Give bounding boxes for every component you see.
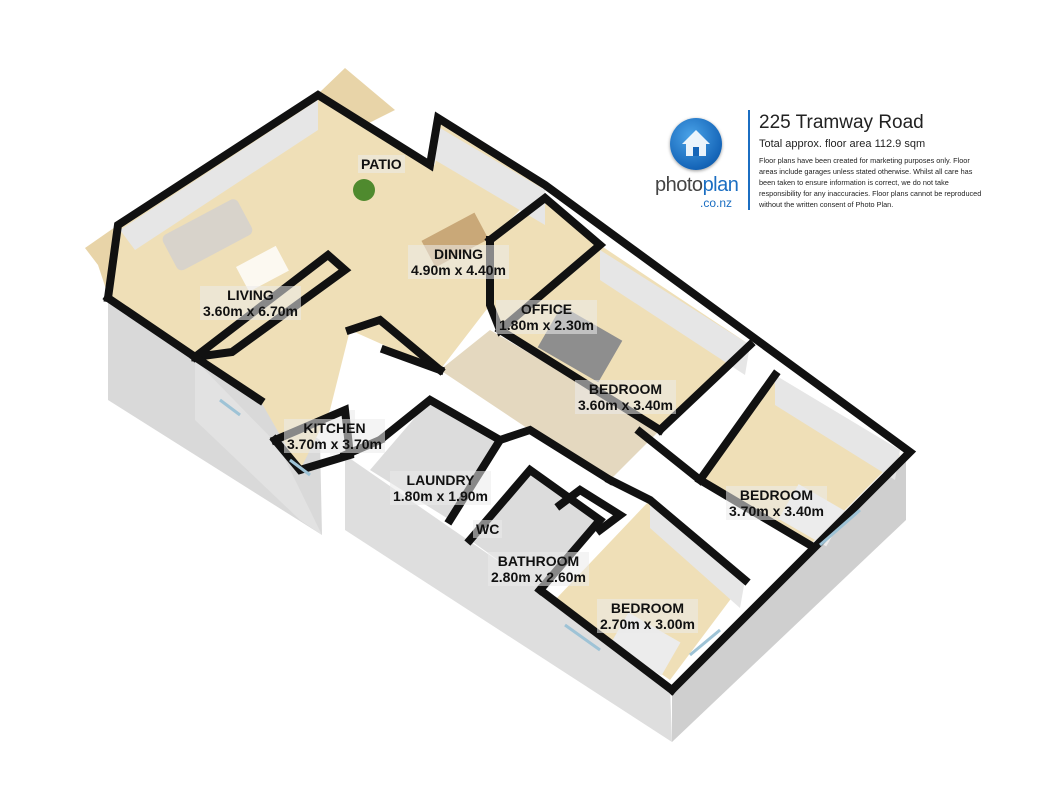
room-label-bedroom1: BEDROOM 3.60m x 3.40m bbox=[575, 380, 676, 414]
logo-domain: .co.nz bbox=[700, 196, 733, 210]
room-name: DINING bbox=[433, 246, 483, 262]
room-dimensions: 2.80m x 2.60m bbox=[491, 569, 586, 585]
windows bbox=[219, 398, 861, 657]
disclaimer: Floor plans have been created for market… bbox=[759, 156, 982, 209]
room-dimensions: 1.80m x 1.90m bbox=[393, 488, 488, 504]
room-label-kitchen: KITCHEN 3.70m x 3.70m bbox=[284, 419, 385, 453]
room-name: BEDROOM bbox=[610, 600, 685, 616]
room-dimensions: 2.70m x 3.00m bbox=[600, 616, 695, 632]
office-floor bbox=[490, 198, 600, 330]
room-dimensions: 1.80m x 2.30m bbox=[499, 317, 594, 333]
room-dimensions: 3.70m x 3.70m bbox=[287, 436, 382, 452]
bedroom1-floor bbox=[500, 245, 750, 430]
room-label-laundry: LAUNDRY 1.80m x 1.90m bbox=[390, 471, 491, 505]
house-icon bbox=[670, 118, 722, 170]
room-label-bathroom: BATHROOM 2.80m x 2.60m bbox=[488, 552, 589, 586]
exterior-wall-southeast bbox=[672, 452, 906, 742]
living-wall-face bbox=[120, 100, 318, 250]
room-name: BEDROOM bbox=[739, 487, 814, 503]
patio-deck-top bbox=[320, 68, 395, 125]
room-dimensions: 3.70m x 3.40m bbox=[729, 503, 824, 519]
room-name: LAUNDRY bbox=[406, 472, 475, 488]
exterior-wall-south bbox=[345, 455, 672, 742]
room-label-office: OFFICE 1.80m x 2.30m bbox=[496, 300, 597, 334]
room-name: OFFICE bbox=[520, 301, 573, 317]
bedroom2-wall-face bbox=[775, 375, 900, 480]
room-name: BEDROOM bbox=[588, 381, 663, 397]
property-address: 225 Tramway Road bbox=[759, 112, 924, 133]
room-dimensions: 4.90m x 4.40m bbox=[411, 262, 506, 278]
logo-wordmark: photoplan bbox=[655, 174, 739, 197]
hallway-floor bbox=[440, 330, 660, 480]
sofa bbox=[162, 199, 253, 271]
dining-wall-face bbox=[435, 125, 545, 225]
room-dimensions: 3.60m x 6.70m bbox=[203, 303, 298, 319]
room-label-dining: DINING 4.90m x 4.40m bbox=[408, 245, 509, 279]
room-name: KITCHEN bbox=[303, 420, 366, 436]
room-name: BATHROOM bbox=[497, 553, 580, 569]
plant bbox=[353, 179, 375, 201]
coffee-table bbox=[236, 245, 289, 292]
property-info: 225 Tramway Road Total approx. floor are… bbox=[759, 112, 989, 210]
logo-word-part1: photo bbox=[655, 174, 703, 196]
logo-word-part2: plan bbox=[702, 174, 739, 196]
room-label-bedroom2: BEDROOM 3.70m x 3.40m bbox=[726, 486, 827, 520]
room-dimensions: 3.60m x 3.40m bbox=[578, 397, 673, 413]
bedroom3-wall-face bbox=[650, 500, 745, 608]
divider bbox=[748, 110, 750, 210]
room-name: LIVING bbox=[227, 287, 274, 303]
photoplan-logo: photoplan .co.nz bbox=[650, 118, 740, 213]
floor-area: Total approx. floor area 112.9 sqm bbox=[759, 138, 926, 150]
room-label-bedroom3: BEDROOM 2.70m x 3.00m bbox=[597, 599, 698, 633]
room-label-living: LIVING 3.60m x 6.70m bbox=[200, 286, 301, 320]
room-name: PATIO bbox=[361, 156, 402, 172]
room-label-patio: PATIO bbox=[358, 155, 405, 173]
room-label-wc: WC bbox=[473, 520, 503, 538]
bedroom1-wall-face bbox=[600, 250, 750, 375]
room-name: WC bbox=[476, 521, 500, 537]
